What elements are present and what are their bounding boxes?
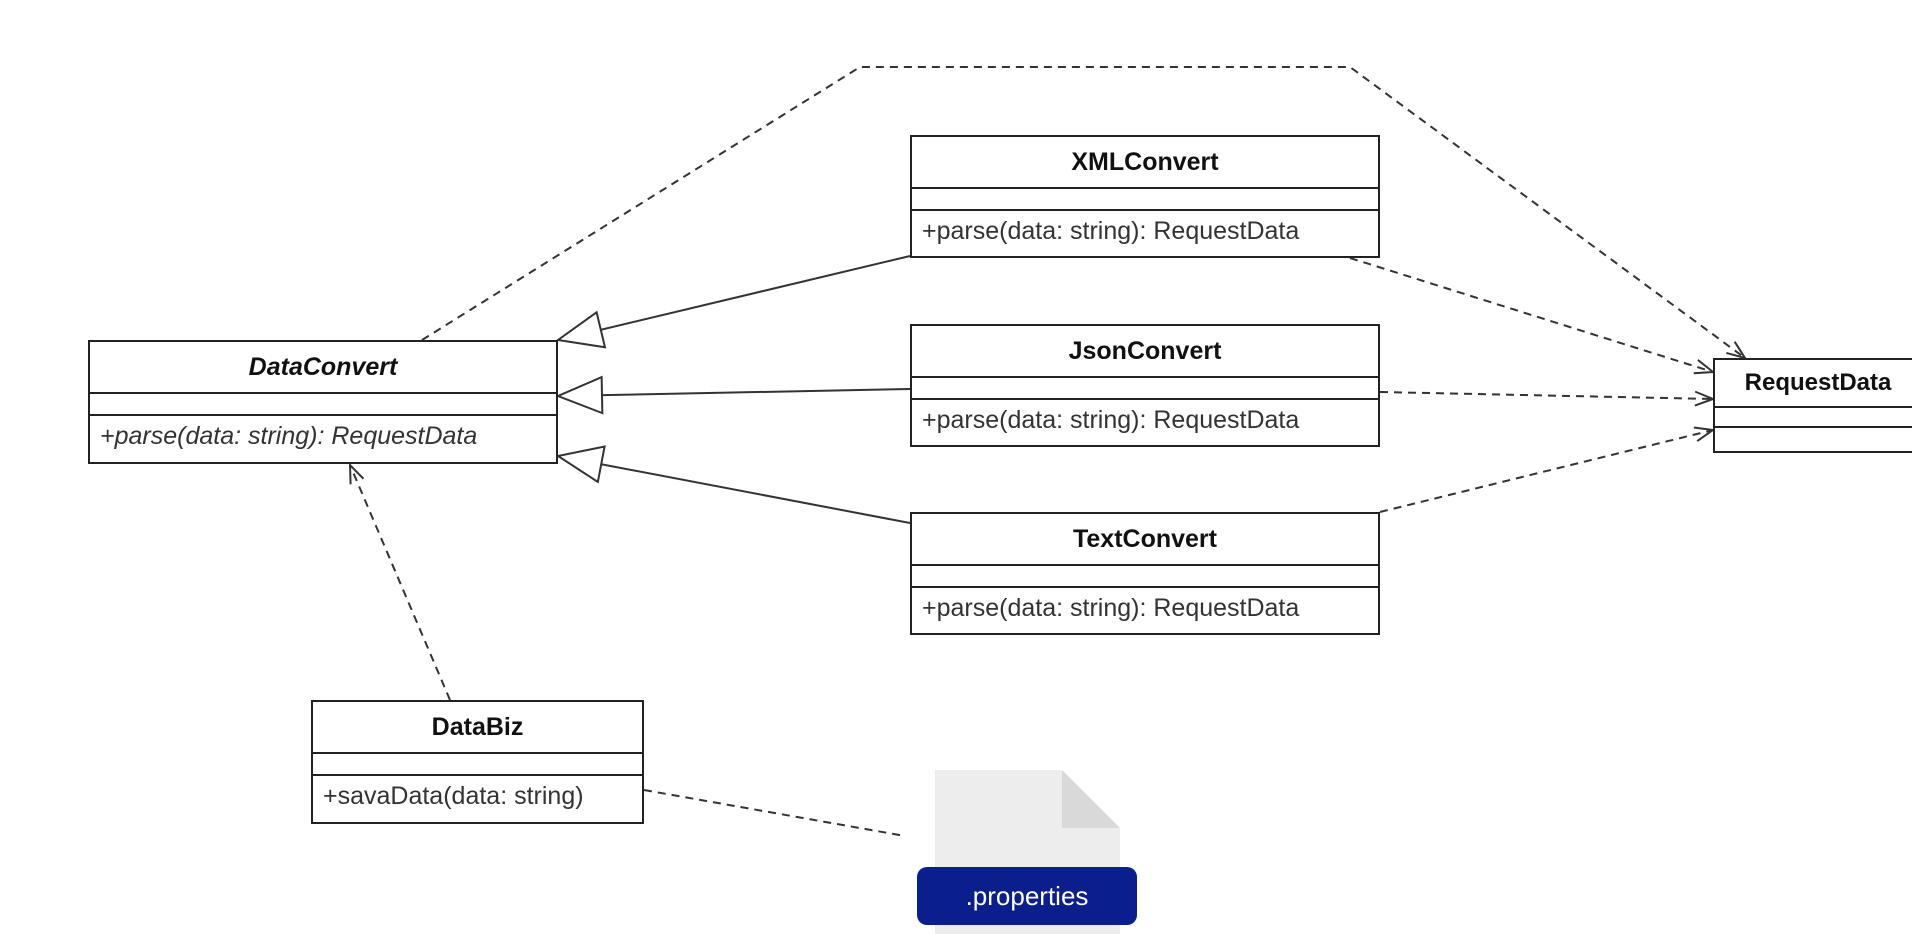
class-attributes [912, 189, 1378, 211]
class-name: TextConvert [912, 514, 1378, 566]
generalization-xml-to-dataconvert [558, 255, 911, 340]
class-requestdata[interactable]: RequestData [1713, 358, 1912, 453]
class-attributes [1715, 408, 1912, 428]
class-operation: +savaData(data: string) [323, 782, 584, 810]
class-operation: +parse(data: string): RequestData [922, 594, 1300, 622]
class-attributes [90, 394, 556, 416]
class-operation: +parse(data: string): RequestData [922, 217, 1300, 245]
class-name: DataBiz [313, 702, 642, 754]
class-textconvert[interactable]: TextConvert +parse(data: string): Reques… [910, 512, 1380, 635]
class-operation: +parse(data: string): RequestData [100, 422, 478, 450]
class-attributes [912, 566, 1378, 588]
dependency-databiz-dataconvert [350, 465, 451, 701]
association-databiz-file [643, 789, 906, 837]
dependency-text-requestdata [1379, 430, 1713, 513]
class-xmlconvert[interactable]: XMLConvert +parse(data: string): Request… [910, 135, 1380, 258]
class-dataconvert[interactable]: DataConvert +parse(data: string): Reques… [88, 340, 558, 464]
class-name: XMLConvert [912, 137, 1378, 189]
dependency-dataconvert-requestdata [421, 66, 1745, 358]
class-name: DataConvert [90, 342, 556, 394]
class-attributes [313, 754, 642, 776]
dependency-json-requestdata [1379, 392, 1713, 399]
file-type-label: .properties [917, 867, 1137, 925]
class-jsonconvert[interactable]: JsonConvert +parse(data: string): Reques… [910, 324, 1380, 447]
class-name: RequestData [1715, 360, 1912, 408]
class-operation: +parse(data: string): RequestData [922, 406, 1300, 434]
generalization-text-to-dataconvert [558, 456, 911, 524]
generalization-json-to-dataconvert [558, 389, 911, 396]
class-databiz[interactable]: DataBiz +savaData(data: string) [311, 700, 644, 824]
class-attributes [912, 378, 1378, 400]
dependency-xml-requestdata [1349, 257, 1713, 372]
class-name: JsonConvert [912, 326, 1378, 378]
